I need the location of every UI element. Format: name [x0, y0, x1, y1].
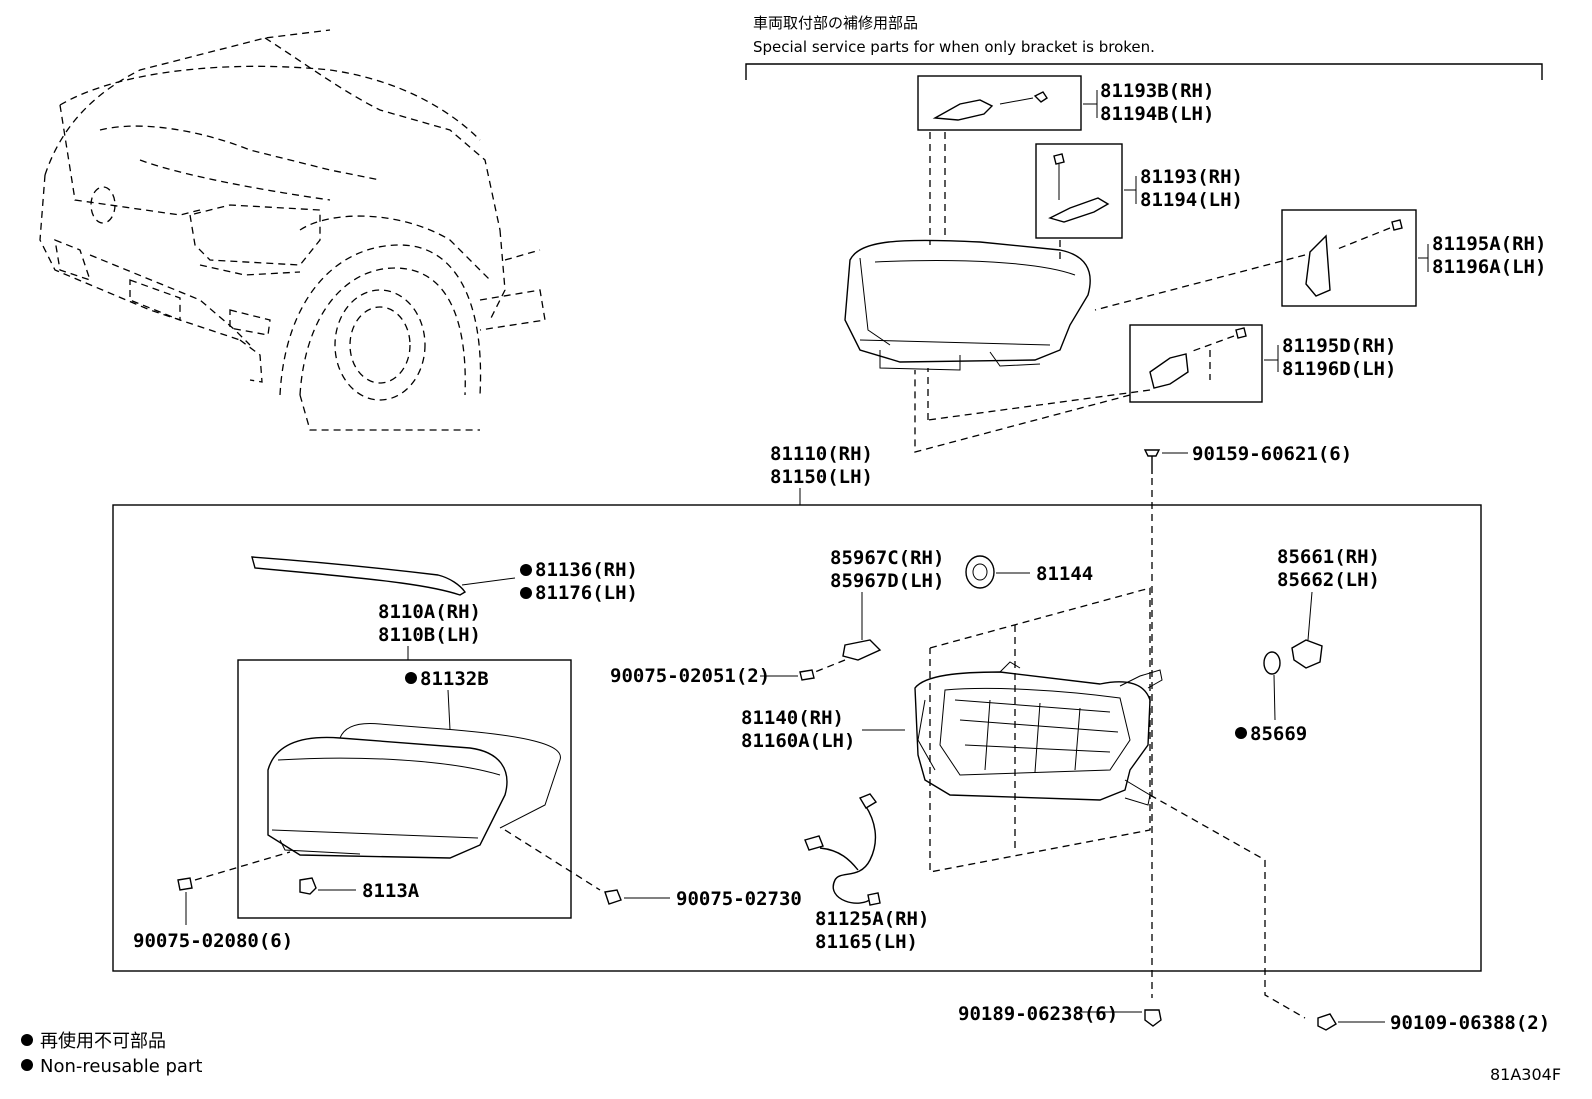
label-90109: 90109-06388(2)	[1390, 1012, 1550, 1034]
bolt-90109	[1317, 1013, 1337, 1031]
lens-subassembly-box	[237, 659, 572, 919]
bracket-81193-part	[1048, 197, 1110, 223]
screw-90075-02051	[799, 669, 815, 681]
bracket-box-81195a	[1281, 209, 1417, 307]
bracket-81195a-part	[1305, 234, 1331, 297]
label-85967c-rh: 85967C(RH)	[830, 547, 944, 569]
nonreusable-dot-81132b	[405, 672, 417, 684]
screw-81195d	[1235, 327, 1247, 339]
nonreusable-dot-81176	[520, 587, 532, 599]
screw-90075-02730	[604, 889, 622, 905]
header-en: Special service parts for when only brac…	[753, 38, 1155, 56]
label-81165-lh: 81165(LH)	[815, 931, 918, 953]
label-81150-lh: 81150(LH)	[770, 466, 873, 488]
nonreusable-dot-81136	[520, 564, 532, 576]
vehicle-illustration	[39, 29, 546, 431]
lens-8110a	[267, 722, 561, 859]
label-90189: 90189-06238(6)	[958, 1003, 1118, 1025]
label-81195a-rh: 81195A(RH)	[1432, 233, 1546, 255]
label-85669: 85669	[1250, 723, 1307, 745]
bracket-box-81193b	[917, 75, 1082, 131]
label-81193b-rh: 81193B(RH)	[1100, 80, 1214, 102]
label-90075-02080: 90075-02080(6)	[133, 930, 293, 952]
screw-90075-02080	[177, 877, 193, 891]
label-81176-lh: 81176(LH)	[535, 582, 638, 604]
label-81110-rh: 81110(RH)	[770, 443, 873, 465]
label-81194b-lh: 81194B(LH)	[1100, 103, 1214, 125]
legend-en: Non-reusable part	[40, 1056, 202, 1077]
screw-81193b	[1033, 91, 1048, 103]
housing-81140	[914, 661, 1163, 806]
screw-81193	[1053, 153, 1065, 165]
label-81196a-lh: 81196A(LH)	[1432, 256, 1546, 278]
label-81196d-lh: 81196D(LH)	[1282, 358, 1396, 380]
label-85967d-lh: 85967D(LH)	[830, 570, 944, 592]
headlamp-upper-outline	[844, 239, 1091, 371]
label-81144: 81144	[1036, 563, 1093, 585]
bracket-81193b-part	[932, 99, 994, 121]
label-81132b: 81132B	[420, 668, 489, 690]
gasket-85669	[1263, 651, 1281, 675]
legend-jp: 再使用不可部品	[40, 1031, 166, 1052]
legend-dot-en	[21, 1059, 33, 1071]
clip-8113a	[299, 877, 317, 895]
header-jp: 車両取付部の補修用部品	[753, 14, 918, 32]
cap-81144	[965, 555, 995, 589]
bracket-box-81195d	[1129, 324, 1263, 403]
label-81194-lh: 81194(LH)	[1140, 189, 1243, 211]
socket-85661	[1291, 639, 1323, 669]
label-90159: 90159-60621(6)	[1192, 443, 1352, 465]
label-90075-02730: 90075-02730	[676, 888, 802, 910]
nut-90189	[1144, 1009, 1162, 1027]
screw-81195a	[1391, 219, 1403, 231]
label-81136-rh: 81136(RH)	[535, 559, 638, 581]
label-85662-lh: 85662(LH)	[1277, 569, 1380, 591]
header-bracket-line	[745, 63, 1543, 80]
legend-dot-jp	[21, 1034, 33, 1046]
label-81193-rh: 81193(RH)	[1140, 166, 1243, 188]
label-81140-rh: 81140(RH)	[741, 707, 844, 729]
label-90075-02051: 90075-02051(2)	[610, 665, 770, 687]
harness-81125a	[804, 793, 881, 906]
label-85661-rh: 85661(RH)	[1277, 546, 1380, 568]
label-81160a-lh: 81160A(LH)	[741, 730, 855, 752]
label-8110b-lh: 8110B(LH)	[378, 624, 481, 646]
label-8110a-rh: 8110A(RH)	[378, 601, 481, 623]
label-8113a: 8113A	[362, 880, 420, 902]
bolt-90159	[1143, 449, 1161, 457]
label-81125a-rh: 81125A(RH)	[815, 908, 929, 930]
module-85967c	[842, 639, 882, 661]
assembly-frame	[112, 504, 1482, 972]
bracket-box-81193	[1035, 143, 1123, 239]
molding-81136	[251, 556, 467, 596]
figure-code: 81A304F	[1490, 1065, 1561, 1084]
bracket-81195d-part	[1149, 353, 1189, 389]
label-81195d-rh: 81195D(RH)	[1282, 335, 1396, 357]
nonreusable-dot-85669	[1235, 727, 1247, 739]
